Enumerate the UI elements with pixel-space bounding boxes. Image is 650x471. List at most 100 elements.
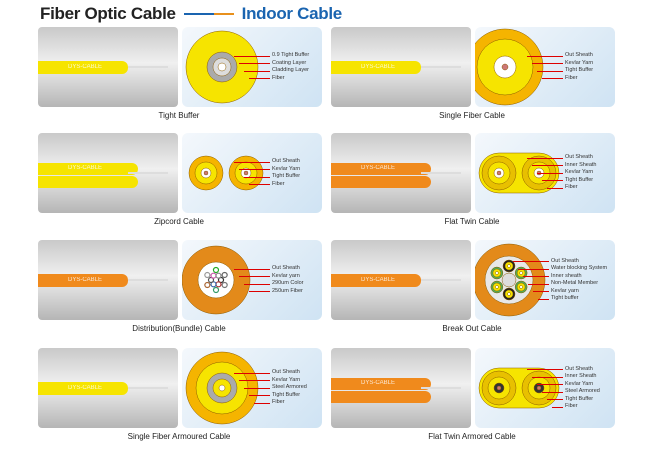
leader-line (542, 391, 563, 393)
layer-label: Inner sheath (551, 272, 582, 279)
brand-print: DYS-CABLE (68, 277, 103, 283)
leader-line (249, 291, 270, 292)
leader-line (254, 402, 270, 404)
brand-print: DYS-CABLE (361, 380, 396, 386)
layer-label: Fiber (565, 403, 578, 409)
layer-label: Tight Buffer (565, 395, 594, 402)
leader-line (527, 157, 563, 159)
leader-line (552, 406, 563, 408)
layer-label: Kevlar Yarn (565, 380, 594, 387)
brand-print: DYS-CABLE (361, 64, 396, 70)
layer-label: Fiber (272, 399, 285, 406)
cross-section-svg (188, 155, 264, 191)
layer-label: Tight Buffer (565, 67, 594, 73)
layer-label: Out Sheath (551, 257, 579, 264)
cross-section-svg (185, 30, 259, 104)
leader-line (528, 283, 549, 285)
layer-label: Fiber (272, 74, 285, 81)
layer-label: Fiber (272, 180, 285, 187)
leader-line (234, 55, 270, 57)
brand-print: DYS-CABLE (68, 165, 103, 171)
cable-name: Single Fiber Armoured Cable (127, 432, 231, 441)
leader-line (239, 276, 270, 277)
leader-line (532, 63, 563, 64)
leader-line (538, 298, 549, 300)
leader-line (542, 78, 563, 79)
leader-line (537, 172, 563, 174)
layer-label: Out Sheath (565, 52, 593, 58)
page-subtitle: Indoor Cable (241, 4, 343, 23)
cross-section-svg (478, 367, 560, 409)
leader-line (249, 78, 270, 79)
cable-photo: DYS-CABLE (331, 348, 471, 428)
layer-label: Coating Layer (272, 59, 307, 66)
layer-label: Out Sheath (272, 265, 300, 271)
cross-section-svg (182, 245, 251, 315)
layer-label: 290um Color (272, 280, 304, 286)
layer-label: Tight Buffer (272, 173, 301, 179)
leader-line (547, 399, 563, 400)
leader-line (244, 283, 270, 285)
cable-photo: DYS-CABLE (38, 133, 178, 213)
layer-label: 250um Fiber (272, 287, 303, 294)
title-divider (183, 13, 234, 15)
cable-name: Break Out Cable (442, 324, 502, 333)
brand-print: DYS-CABLE (68, 64, 103, 70)
cable-name: Flat Twin Cable (444, 217, 500, 226)
cross-section-svg (475, 243, 546, 317)
leader-line (527, 55, 563, 57)
layer-label: Kevlar yarn (551, 287, 579, 294)
leader-line (533, 291, 549, 292)
layer-label: Out Sheath (272, 158, 300, 164)
leader-line (249, 184, 270, 185)
leader-line (523, 276, 549, 277)
leader-line (518, 268, 549, 270)
leader-line (244, 387, 270, 389)
layer-label: Steel Armored (272, 384, 307, 391)
leader-line (527, 369, 563, 370)
leader-line (239, 63, 270, 64)
leader-line (234, 268, 270, 270)
brand-print: DYS-CABLE (361, 277, 396, 283)
layer-label: Cladding Layer (272, 67, 309, 73)
layer-label: 0.9 Tight Buffer (272, 52, 310, 58)
leader-line (249, 395, 270, 396)
cable-name: Distribution(Bundle) Cable (132, 324, 226, 333)
cable-photo: DYS-CABLE (38, 27, 178, 107)
cable-photo: DYS-CABLE (331, 27, 471, 107)
cable-photo: DYS-CABLE (331, 240, 471, 320)
cable-photo: DYS-CABLE (331, 133, 471, 213)
cable-name: Flat Twin Armored Cable (428, 432, 516, 441)
cross-section-svg (185, 351, 259, 425)
cable-photo: DYS-CABLE (38, 240, 178, 320)
brand-print: DYS-CABLE (361, 165, 396, 171)
leader-line (239, 169, 270, 170)
layer-label: Tight Buffer (272, 391, 301, 398)
leader-line (537, 384, 563, 385)
leader-line (234, 161, 270, 163)
layer-label: Tight buffer (551, 295, 579, 301)
layer-label: Fiber (565, 74, 578, 81)
leader-line (547, 187, 563, 189)
cable-name: Zipcord Cable (154, 217, 204, 226)
layer-label: Kevlar Yarn (565, 169, 594, 176)
cable-name: Single Fiber Cable (439, 111, 505, 120)
layer-label: Non-Metal Member (551, 280, 599, 286)
leader-line (513, 261, 549, 262)
leader-line (244, 70, 270, 72)
cable-name: Tight Buffer (158, 111, 200, 120)
layer-label: Inner Sheath (565, 161, 597, 168)
leader-line (542, 180, 563, 181)
layer-label: Out Sheath (565, 154, 593, 161)
layer-label: Kevlar Yarn (272, 165, 301, 172)
